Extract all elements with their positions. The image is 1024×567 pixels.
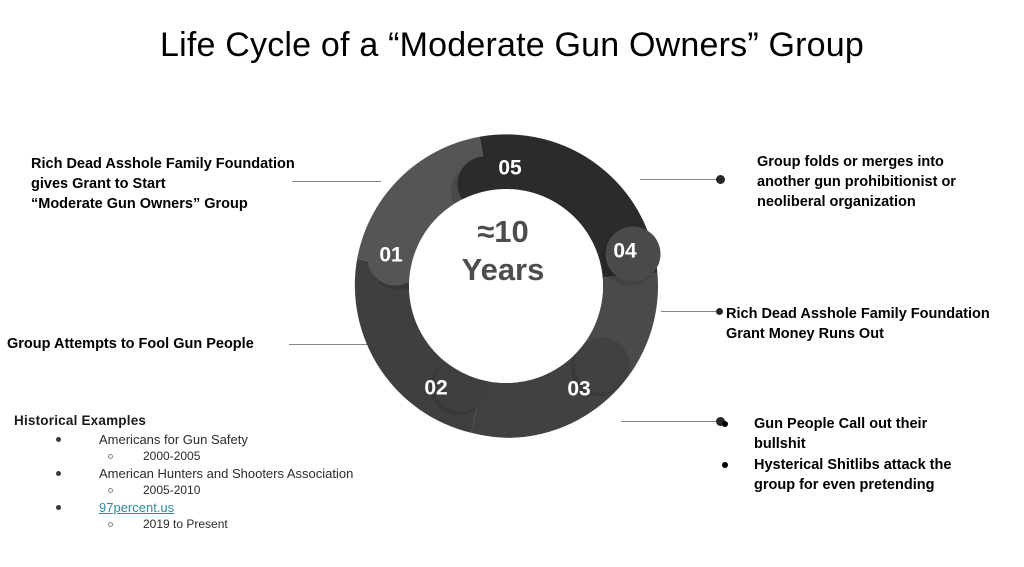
historical-item-link[interactable]: 97percent.us — [99, 500, 175, 515]
connector-dot-right-bottom — [716, 417, 725, 426]
bullet-2-line2: group for even pretending — [754, 477, 935, 493]
connector-dot-right-middle — [716, 308, 723, 315]
historical-examples-list: Historical Examples Americans for Gun Sa… — [14, 413, 414, 533]
historical-item-period: 2000-2005 — [143, 449, 201, 463]
callout-right-top: Group folds or merges into another gun p… — [757, 152, 1019, 212]
callout-right-bottom-bullet-1: Gun People Call out their bullshit — [722, 414, 1020, 454]
donut-cap-bump-01 — [367, 230, 423, 286]
connector-line-right-top — [640, 179, 720, 180]
callout-right-middle-line1: Rich Dead Asshole Family Foundation — [726, 306, 990, 322]
callout-right-middle-line2: Grant Money Runs Out — [726, 326, 884, 342]
historical-item-period: 2005-2010 — [143, 483, 201, 497]
bullet-1-line2: bullshit — [754, 436, 806, 452]
bullet-text-2: Hysterical Shitlibs attack the group for… — [754, 455, 1020, 495]
donut-svg: 01 02 03 04 05 — [354, 134, 661, 438]
callout-left-top-line2: gives Grant to Start — [31, 176, 166, 192]
donut-label-03: 03 — [567, 378, 590, 401]
page-title: Life Cycle of a “Moderate Gun Owners” Gr… — [159, 26, 864, 64]
list-item: Americans for Gun Safety — [56, 431, 414, 448]
donut-hole — [409, 189, 603, 383]
list-item: 2000-2005 — [108, 448, 414, 465]
callout-left-top-line3: “Moderate Gun Owners” Group — [31, 196, 248, 212]
donut-cap-bump-03 — [574, 337, 630, 393]
connector-dot-right-top — [716, 175, 725, 184]
callout-right-top-line2: another gun prohibitionist or — [757, 174, 956, 190]
bullet-2-line1: Hysterical Shitlibs attack the — [754, 457, 952, 473]
bullet-disc-icon — [56, 505, 61, 510]
bullet-circle-icon — [108, 522, 113, 527]
historical-item-name: American Hunters and Shooters Associatio… — [99, 466, 354, 481]
callout-left-top: Rich Dead Asshole Family Foundation give… — [31, 154, 331, 214]
donut-cap-bump-04 — [605, 226, 661, 282]
historical-examples-heading: Historical Examples — [14, 413, 147, 428]
callout-left-top-line1: Rich Dead Asshole Family Foundation — [31, 156, 295, 172]
list-item: 2019 to Present — [108, 516, 414, 533]
callout-left-bottom: Group Attempts to Fool Gun People — [7, 334, 292, 354]
list-item: American Hunters and Shooters Associatio… — [56, 465, 414, 482]
connector-line-left-bottom — [289, 344, 370, 345]
donut-label-04: 04 — [613, 240, 637, 263]
historical-item-name: Americans for Gun Safety — [99, 432, 248, 447]
bullet-dot-icon — [722, 462, 728, 468]
donut-label-05: 05 — [498, 157, 522, 180]
bullet-circle-icon — [108, 454, 113, 459]
bullet-text-1: Gun People Call out their bullshit — [754, 414, 1020, 454]
bullet-disc-icon — [56, 437, 61, 442]
callout-right-bottom-bullet-2: Hysterical Shitlibs attack the group for… — [722, 455, 1020, 495]
callout-right-top-line1: Group folds or merges into — [757, 154, 944, 170]
donut-chart: 01 02 03 04 05 ≈10 Years — [351, 131, 679, 441]
connector-line-left-top — [292, 181, 381, 182]
bullet-1-line1: Gun People Call out their — [754, 416, 928, 432]
donut-label-01: 01 — [379, 244, 403, 267]
bullet-dot-icon — [722, 421, 728, 427]
callout-left-bottom-line1: Group Attempts to Fool Gun People — [7, 336, 254, 352]
callout-right-top-line3: neoliberal organization — [757, 194, 916, 210]
list-item: 97percent.us — [56, 499, 414, 516]
bullet-circle-icon — [108, 488, 113, 493]
list-item: 2005-2010 — [108, 482, 414, 499]
callout-right-middle: Rich Dead Asshole Family Foundation Gran… — [726, 304, 1022, 344]
historical-item-period: 2019 to Present — [143, 517, 228, 531]
donut-label-02: 02 — [424, 377, 447, 400]
connector-line-right-middle — [661, 311, 718, 312]
bullet-disc-icon — [56, 471, 61, 476]
connector-line-right-bottom — [621, 421, 719, 422]
callout-right-bottom: Gun People Call out their bullshit Hyste… — [722, 414, 1020, 495]
